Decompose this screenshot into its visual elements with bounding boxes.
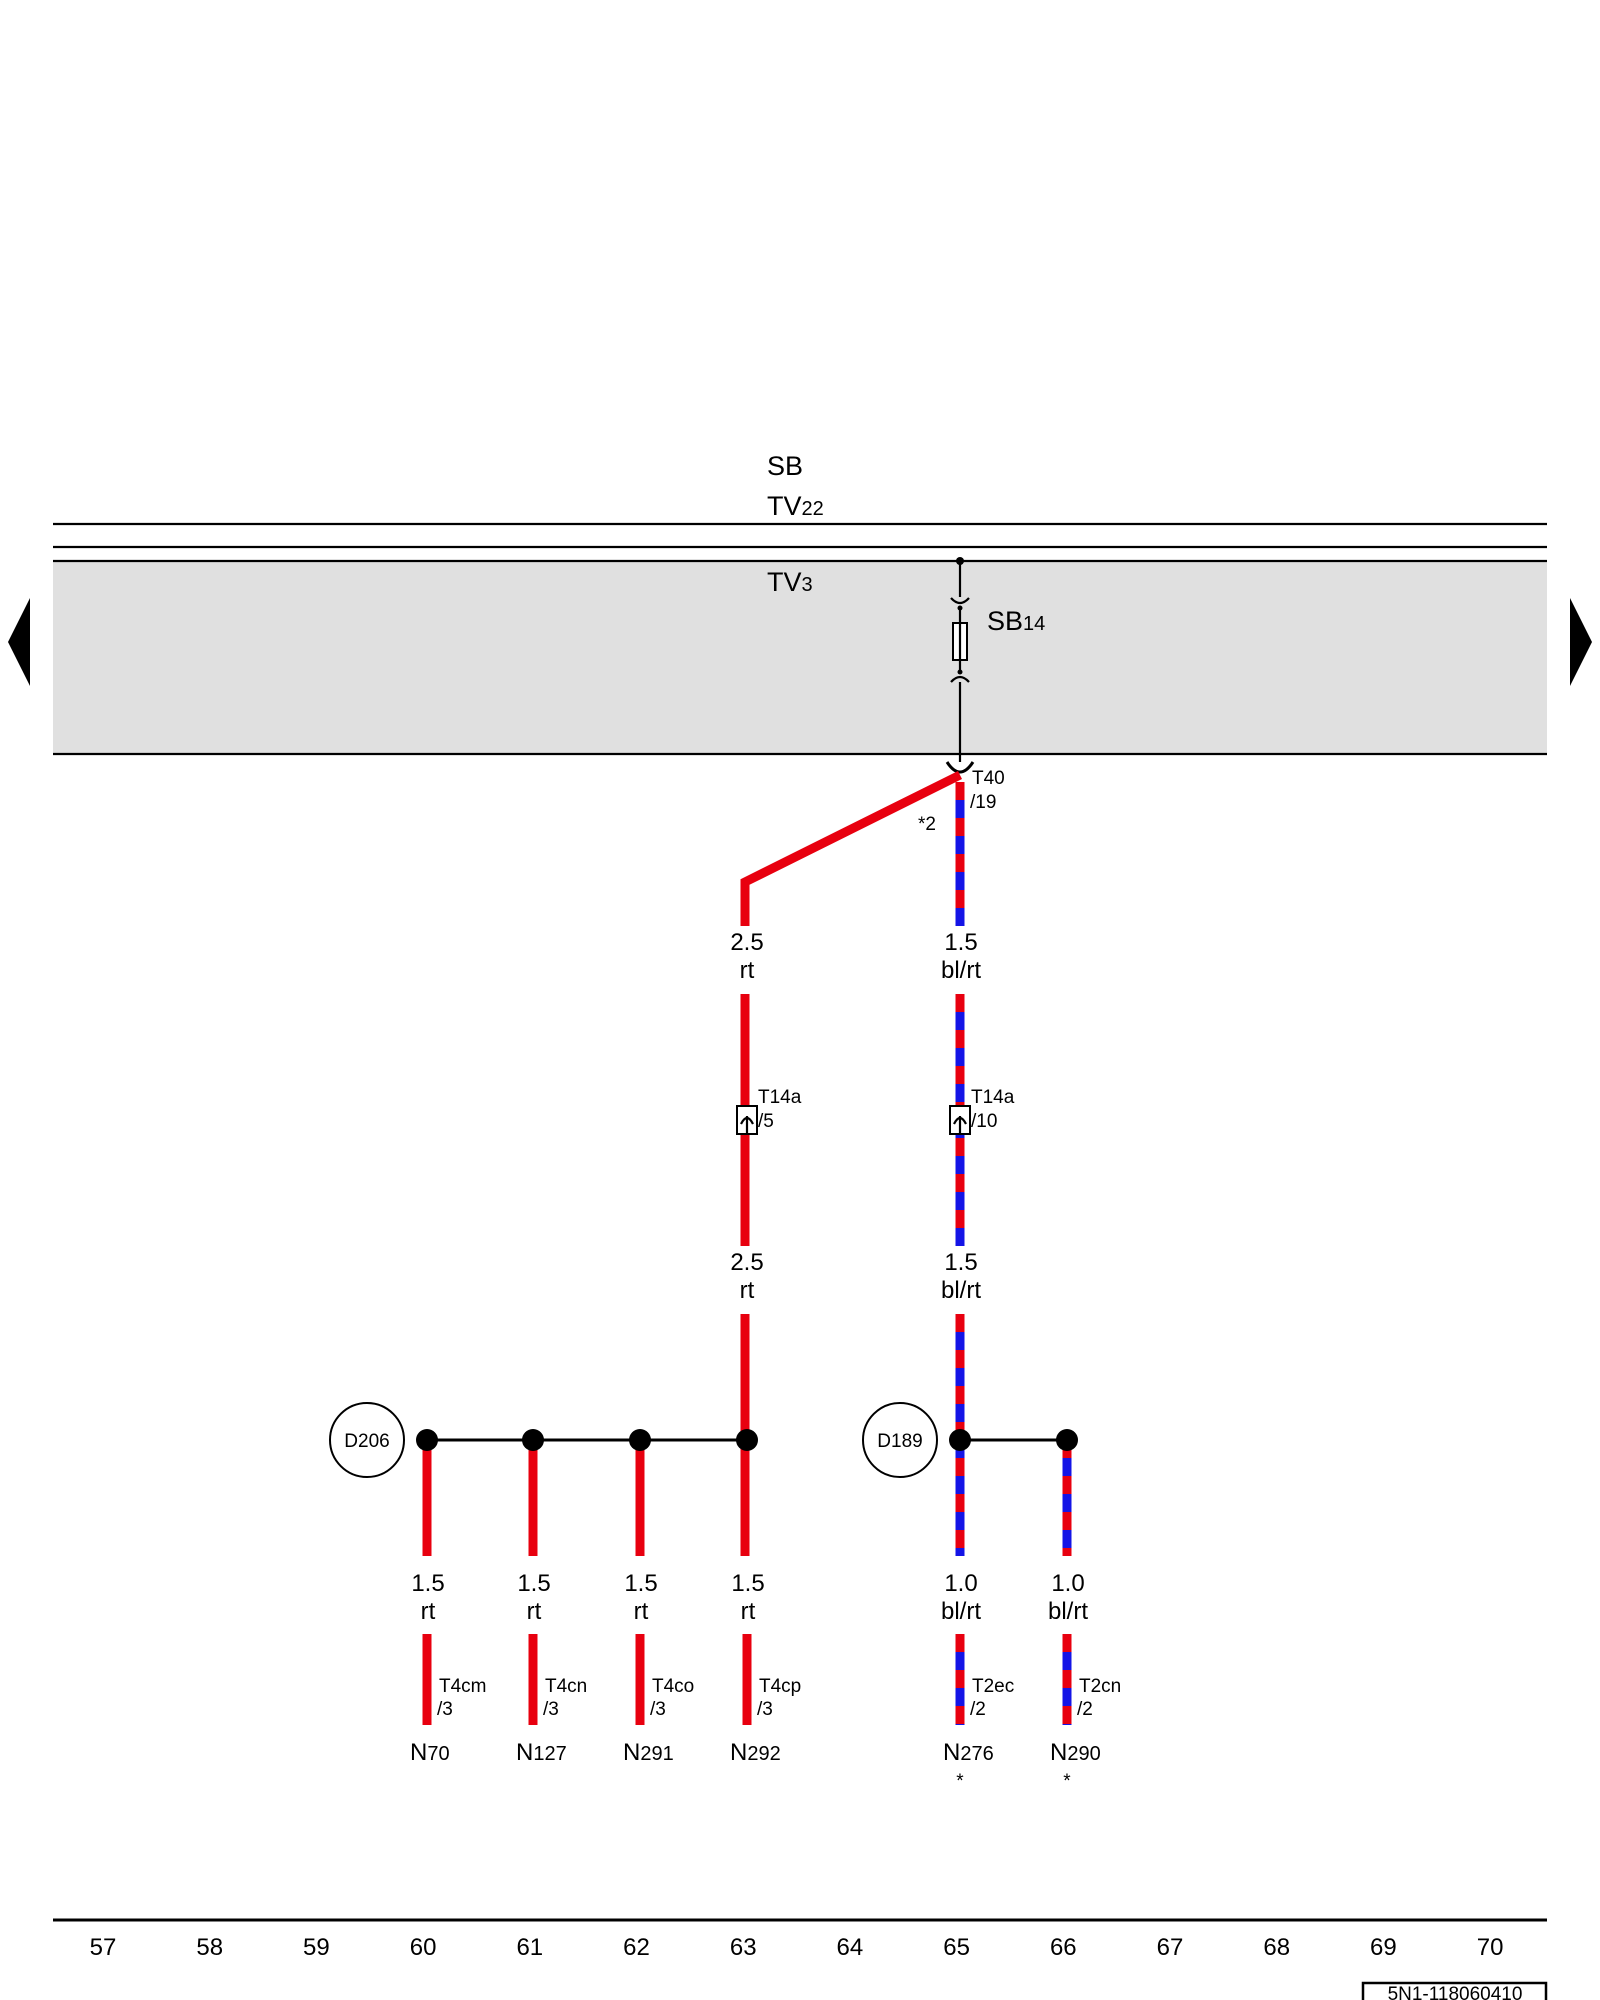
connector-label: T4cn [545,1676,587,1697]
wire-size-label: 1.5 [731,1570,764,1597]
note-star2: *2 [918,814,936,835]
scale-number: 63 [730,1934,757,1961]
connector-t14a-left-pin: /5 [758,1111,774,1132]
wire-color-label: rt [741,1598,756,1625]
label-sb14: SB14 [987,606,1045,636]
label-tv22: TV22 [767,491,824,521]
connector-t14a-left [736,1105,758,1135]
scale-number: 64 [837,1934,864,1961]
connector-t14a-left-label: T14a [758,1087,802,1108]
wire-color-label: bl/rt [941,957,981,984]
ground-point-d206: D206 [329,1402,405,1478]
connector-pin: /3 [437,1699,453,1720]
scale-number: 58 [196,1934,223,1961]
wire-size-label: 1.0 [1051,1570,1084,1597]
scale-number: 66 [1050,1934,1077,1961]
scale-number: 57 [90,1934,117,1961]
wire-size-label: 2.5 [730,929,763,956]
wire-color-label: bl/rt [941,1277,981,1304]
connector-pin: /3 [757,1699,773,1720]
svg-text:5N1-118060410: 5N1-118060410 [1388,1984,1523,2000]
junction-dot [522,1429,544,1451]
junction-dot [629,1429,651,1451]
branch-group: 1.5rtT4cm/3N701.5rtT4cn/3N1271.5rtT4co/3… [410,1429,1121,1792]
wire-size-label: 1.5 [624,1570,657,1597]
wire-color-label: rt [740,1277,755,1304]
svg-text:D189: D189 [877,1431,922,1452]
wire-color-label: rt [527,1598,542,1625]
connector-pin: /2 [1077,1699,1093,1720]
component-note: * [956,1771,964,1792]
triangle-left-icon[interactable] [8,598,30,686]
connector-label: T4cm [439,1676,487,1697]
wire-size-label: 1.0 [944,1570,977,1597]
junction-dot [949,1429,971,1451]
component-label: N127 [516,1739,567,1766]
connector-t14a-right [949,1105,971,1135]
component-label: N291 [623,1739,674,1766]
wire-size-label: 1.5 [411,1570,444,1597]
wire-color-label: rt [740,957,755,984]
triangle-right-icon[interactable] [1570,598,1592,686]
wire-size-label: 2.5 [730,1249,763,1276]
wire-size-label: 1.5 [517,1570,550,1597]
junction-dot [736,1429,758,1451]
wire-color-label: bl/rt [941,1598,981,1625]
scale-number: 61 [516,1934,543,1961]
scale-numbers: 57 58 59 60 61 62 63 64 65 66 67 68 69 70 [90,1934,1504,1961]
scale-number: 68 [1263,1934,1290,1961]
junction-dot [416,1429,438,1451]
wire-size-label: 1.5 [944,1249,977,1276]
component-note: * [1063,1771,1071,1792]
connector-t40-pin: /19 [970,792,996,813]
wire-color-label: bl/rt [1048,1598,1088,1625]
connector-t14a-right-label: T14a [971,1087,1015,1108]
connector-pin: /3 [543,1699,559,1720]
ground-point-d189: D189 [862,1402,938,1478]
connector-label: T4cp [759,1676,801,1697]
label-sb: SB [767,451,803,481]
component-label: N290 [1050,1739,1101,1766]
fuse-panel [53,522,1547,756]
connector-pin: /2 [970,1699,986,1720]
wire-color-label: rt [634,1598,649,1625]
scale-number: 59 [303,1934,330,1961]
svg-text:D206: D206 [344,1431,389,1452]
connector-t40-label: T40 [972,768,1005,789]
scale-number: 65 [943,1934,970,1961]
connector-label: T2cn [1079,1676,1121,1697]
component-label: N276 [943,1739,994,1766]
scale-number: 62 [623,1934,650,1961]
wire-color-label: rt [421,1598,436,1625]
fuse-sb14 [945,557,975,774]
scale-number: 70 [1477,1934,1504,1961]
component-label: N70 [410,1739,450,1766]
scale-number: 69 [1370,1934,1397,1961]
connector-label: T2ec [972,1676,1014,1697]
scale-number: 67 [1157,1934,1184,1961]
wire-red-diagonal [740,770,963,926]
connector-pin: /3 [650,1699,666,1720]
connector-label: T4co [652,1676,694,1697]
label-tv3: TV3 [767,567,813,597]
wire-size-label: 1.5 [944,929,977,956]
scale-number: 60 [410,1934,437,1961]
junction-dot [1056,1429,1078,1451]
doc-id-box: 5N1-118060410 [1361,1981,1548,2000]
component-label: N292 [730,1739,781,1766]
connector-t14a-right-pin: /10 [971,1111,997,1132]
